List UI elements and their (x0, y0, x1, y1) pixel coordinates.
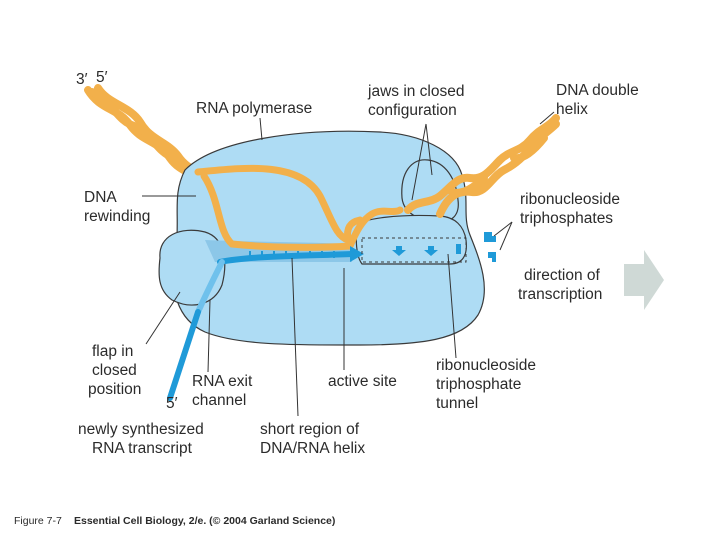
label-5-prime-rna: 5′ (166, 395, 178, 412)
free-triphosphates (484, 232, 496, 262)
label-direction-line2: transcription (518, 286, 602, 303)
right-arrow-icon (624, 250, 664, 310)
label-jaws-line2: configuration (368, 102, 457, 119)
label-rna-polymerase: RNA polymerase (196, 100, 312, 117)
label-newly-line2: RNA transcript (92, 440, 193, 457)
label-flap-line1: flap in (92, 343, 133, 360)
triphosphate-tunnel (361, 237, 467, 263)
dna-helix-right (404, 114, 560, 218)
label-dna-double-line2: helix (556, 101, 588, 118)
label-rna-exit-line2: channel (192, 392, 246, 409)
label-dna-rewinding-line2: rewinding (84, 208, 150, 225)
label-5-prime-top: 5′ (96, 69, 108, 86)
label-3-prime-top: 3′ (76, 71, 88, 88)
label-dna-rewinding-line1: DNA (84, 189, 117, 206)
hybrid-base-ticks (249, 251, 335, 258)
label-jaws-line1: jaws in closed (367, 83, 465, 100)
label-tunnel-line2: triphosphate (436, 376, 521, 393)
label-direction-line1: direction of (524, 267, 601, 284)
label-flap-line2: closed (92, 362, 137, 379)
label-tunnel-line1: ribonucleoside (436, 357, 536, 374)
label-flap-line3: position (88, 381, 141, 398)
caption-figure-number: Figure 7-7 (14, 515, 62, 527)
label-ribonucleoside-line2: triphosphates (520, 210, 613, 227)
label-short-region-line2: DNA/RNA helix (260, 440, 365, 457)
label-dna-double-line1: DNA double (556, 82, 639, 99)
label-short-region-line1: short region of (260, 421, 360, 438)
dna-strand-inside (194, 164, 404, 251)
label-rna-exit-line1: RNA exit (192, 373, 253, 390)
label-newly-line1: newly synthesized (78, 421, 204, 438)
caption-text: Essential Cell Biology, 2/e. (© 2004 Gar… (74, 515, 335, 527)
label-active-site: active site (328, 373, 397, 390)
label-ribonucleoside-line1: ribonucleoside (520, 191, 620, 208)
leader-lines (142, 111, 555, 417)
rna-transcript (167, 246, 364, 401)
rna-polymerase-body (158, 130, 485, 346)
dna-helix-left (84, 84, 208, 184)
label-tunnel-line3: tunnel (436, 395, 478, 412)
